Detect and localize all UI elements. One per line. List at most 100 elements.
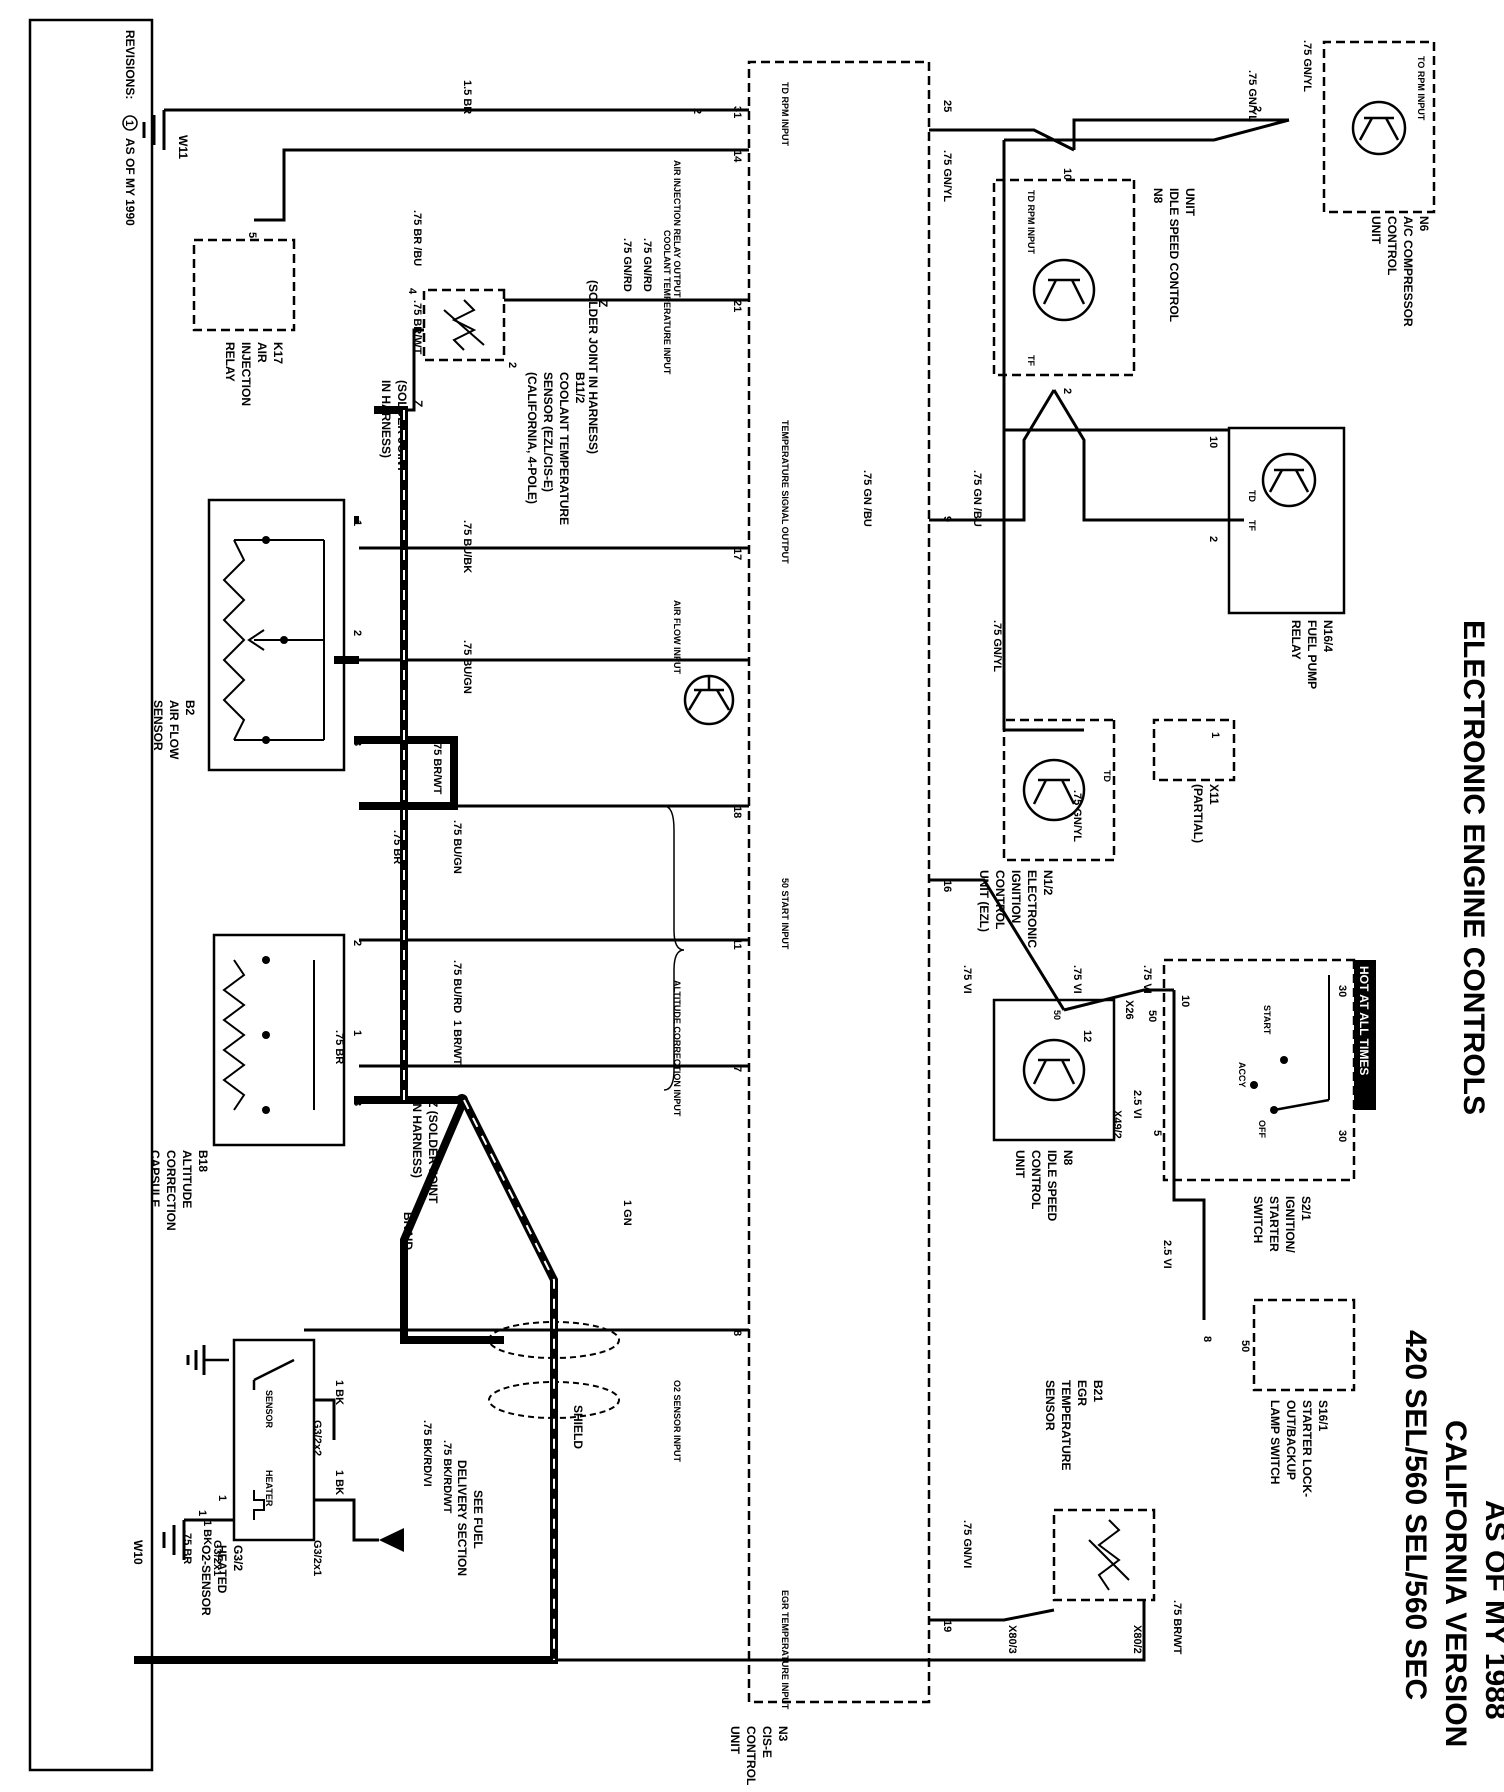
wire-br75b: .75 BR	[333, 1030, 345, 1064]
n16-label-2: RELAY	[1289, 620, 1303, 660]
sig-egr: EGR TEMPERATURE INPUT	[780, 1590, 790, 1710]
title-version: CALIFORNIA VERSION	[1439, 1420, 1472, 1747]
b2-label-2: SENSOR	[151, 700, 165, 751]
b2-label-0: B2	[183, 700, 197, 716]
b18-label-1: ALTITUDE	[180, 1150, 194, 1208]
n8a-tf: TF	[1026, 355, 1036, 366]
wire-gnyl3: .75 GN/YL	[941, 150, 953, 202]
wire-brwt4: 1 BR/WT	[451, 1020, 463, 1066]
n6-box	[1322, 40, 1436, 214]
wire-bkrd: .75 BK/RD/VI	[421, 1420, 433, 1487]
b2-box	[207, 498, 346, 772]
s16-label-2: OUT/BACKUP	[1284, 1400, 1298, 1480]
wire-vi1: .75 VI	[961, 965, 973, 994]
wire-gnrd1: .75 GN/RD	[641, 238, 653, 292]
sig-td-rpm: TD RPM INPUT	[780, 82, 790, 147]
wire-vi3: .75 VI	[1141, 965, 1153, 994]
wires-top	[134, 118, 1290, 1662]
pin-n3-17: 17	[731, 548, 743, 560]
wire-vi5: 2.5 VI	[1161, 1240, 1173, 1269]
s16-50: 50	[1239, 1340, 1251, 1352]
n3-label-1: CIS-E	[760, 1726, 774, 1758]
revision-mark: 1	[123, 120, 135, 126]
s2-off: OFF	[1257, 1120, 1267, 1138]
heavy-wires-bottom	[134, 406, 558, 1664]
heater-icon	[253, 1490, 265, 1520]
pin-b11-4: 4	[406, 288, 418, 295]
wire-gnrd2: .75 GN/RD	[621, 238, 633, 292]
revisions-label: REVISIONS:	[123, 30, 137, 99]
b11-label-3: (CALIFORNIA, 4-POLE)	[525, 372, 539, 504]
sig-o2: O2 SENSOR INPUT	[672, 1380, 682, 1463]
fuel-text-0: SEE FUEL	[471, 1490, 485, 1549]
g3-label-0: G3/2	[231, 1545, 245, 1571]
b11-thermistor-icon	[443, 299, 485, 351]
pin-n3-19: 19	[941, 1620, 953, 1632]
pin-n3-8: 8	[731, 1330, 743, 1336]
b2-potentiometer-icon	[222, 536, 325, 744]
wire-brwt3: .75 BR/WT	[431, 740, 443, 795]
k17-box	[192, 238, 296, 332]
n8a-box	[992, 178, 1136, 377]
s2-box	[1162, 958, 1356, 1182]
n1-label-1: ELECTRONIC	[1025, 870, 1039, 948]
s2-switch-symbol	[1250, 975, 1330, 1114]
w11-ground-icon	[142, 110, 166, 150]
b18-label-0: B18	[196, 1150, 210, 1172]
n8b-label-0: N8	[1061, 1150, 1075, 1166]
n3-label-0: N3	[776, 1726, 790, 1742]
wire-vi4: 2.5 VI	[1131, 1090, 1143, 1119]
fuel-arrow-icon	[379, 1528, 404, 1552]
n6-to-rpm: TO RPM INPUT	[1416, 56, 1426, 121]
s16-label-1: STARTER LOCK-	[1300, 1400, 1314, 1497]
wire-burd: .75 BU/RD	[451, 960, 463, 1013]
n1-box	[1002, 718, 1116, 862]
n3-label-2: CONTROL	[744, 1726, 758, 1785]
s16-label-0: S16/1	[1316, 1400, 1330, 1432]
pin-n3-25: 25	[941, 100, 953, 112]
pin-n6-2: 2	[1251, 106, 1263, 112]
wire-g3-2x1: G3/2x1	[311, 1540, 323, 1576]
n8b-50: 50	[1052, 1010, 1062, 1020]
s2-start: START	[1262, 1005, 1272, 1035]
n6-label-2: CONTROL	[1385, 216, 1399, 275]
sj1-text: (SOLDER JOINT IN HARNESS)	[586, 280, 600, 454]
sig-air-flow: AIR FLOW INPUT	[672, 600, 682, 674]
s2-label-2: STARTER	[1267, 1196, 1281, 1252]
n1-transistor-icon	[1022, 758, 1086, 822]
s16-label-3: LAMP SWITCH	[1268, 1400, 1282, 1484]
pin-b18-2: 2	[351, 940, 363, 946]
sig-temp-out: TEMPERATURE SIGNAL OUTPUT	[780, 420, 790, 564]
wire-br75: .75 BR	[391, 830, 403, 864]
n6-transistor-icon	[1351, 100, 1407, 156]
pin-n3-14: 14	[731, 150, 743, 163]
sj2-z: Z	[411, 400, 425, 407]
n3-label-3: UNIT	[728, 1726, 742, 1755]
wire-gnyl1: .75 GN/YL	[1301, 40, 1313, 92]
wire-vi2: .75 VI	[1071, 965, 1083, 994]
wire-brbu: .75 BR /BU	[411, 210, 423, 266]
fuel-text-1: DELIVERY SECTION	[455, 1460, 469, 1576]
wire-gnvi: .75 GN/VI	[961, 1520, 973, 1568]
b11-label-0: B11/2	[573, 372, 587, 404]
b18-label-3: CAPSULE	[148, 1150, 162, 1207]
wire-x80-3: X80/3	[1006, 1625, 1018, 1654]
b11-label-1: COOLANT TEMPERATURE	[557, 372, 571, 525]
b11-label-2: SENSOR (EZL/CIS-E)	[541, 372, 555, 492]
n16-td: TD	[1247, 490, 1257, 502]
n8a-label-1: IDLE SPEED CONTROL	[1167, 188, 1181, 322]
n16-tf: TF	[1247, 520, 1257, 531]
wire-gnyl4: .75 GN/YL	[991, 620, 1003, 672]
pin-n3-31: 31	[731, 106, 743, 118]
pin-x11-1: 1	[1209, 732, 1221, 738]
k17-label-3: RELAY	[223, 342, 237, 382]
pin-n16-2: 2	[1207, 536, 1219, 542]
b11-box	[422, 288, 506, 362]
b21-box	[1052, 1508, 1156, 1602]
b2-label-1: AIR FLOW	[167, 700, 181, 760]
n8b-transistor-icon	[1022, 1038, 1086, 1102]
pin-n3-21: 21	[731, 300, 743, 312]
sj1-z: Z	[596, 300, 610, 307]
sig-air-inj: AIR INJECTION RELAY OUTPUT	[672, 160, 682, 298]
n8a-td-rpm: TD RPM INPUT	[1026, 190, 1036, 255]
